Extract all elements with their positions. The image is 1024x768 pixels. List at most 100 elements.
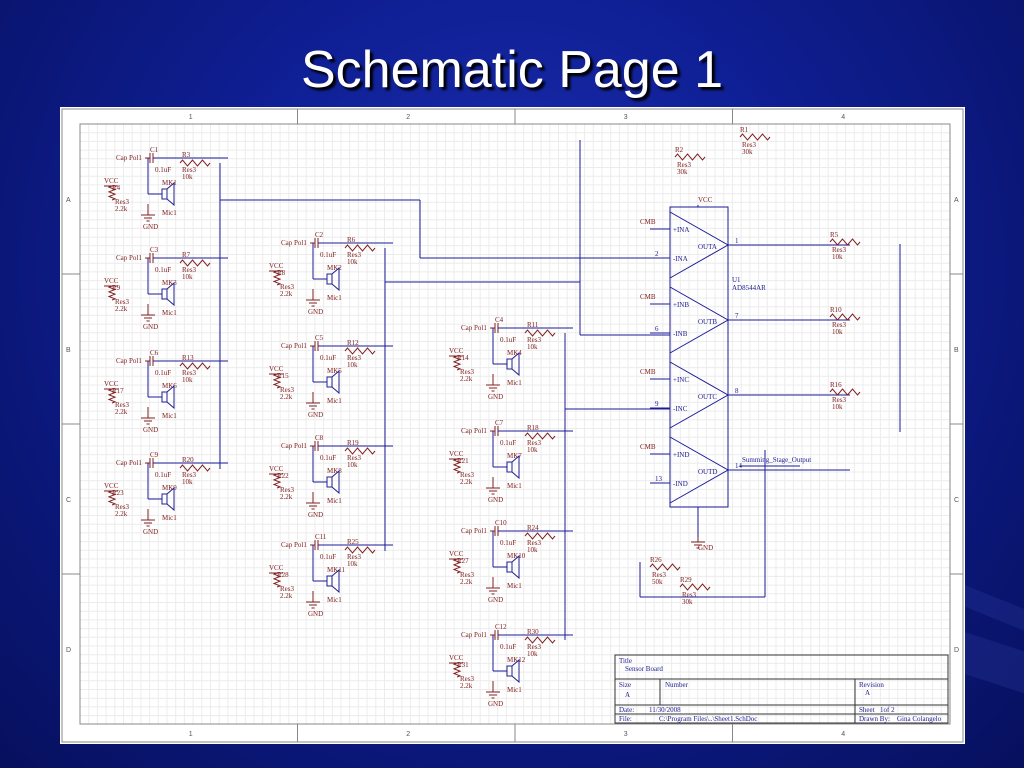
mic-icon [511, 658, 520, 684]
mic-part: Mic1 [162, 514, 177, 522]
amp-vcc: VCC [698, 196, 713, 204]
feedback-ref: R29 [680, 576, 692, 584]
bias-resistor-value: 2.2k [280, 290, 293, 298]
feedback-value: 10k [832, 328, 843, 336]
mic-icon [331, 369, 340, 395]
capacitor-ref: C2 [315, 231, 324, 239]
capacitor-label: Cap Pol1 [461, 631, 487, 639]
resistor-ref: R19 [347, 439, 359, 447]
bias-resistor-ref: R23 [112, 489, 124, 497]
resistor-ref: R11 [527, 321, 539, 329]
mic-ref: MK4 [507, 349, 522, 357]
capacitor-value: 0.1uF [155, 471, 171, 479]
capacitor-value: 0.1uF [155, 266, 171, 274]
resistor-type: Res3 [347, 251, 362, 259]
mic-ref: MK12 [507, 656, 526, 664]
feedback-ref: R5 [830, 231, 839, 239]
mic-icon [326, 476, 333, 488]
ground-symbol [691, 537, 705, 549]
resistor-type: Res3 [182, 369, 197, 377]
zone-label-top: 4 [841, 114, 845, 121]
bias-resistor-value: 2.2k [460, 375, 473, 383]
tb-drawn: Gina Colangelo [897, 715, 942, 723]
mic-icon [161, 493, 168, 505]
tb-title: Sensor Board [625, 665, 663, 673]
tb-date-label: Date: [619, 706, 634, 714]
bias-resistor-value: 2.2k [280, 592, 293, 600]
pin-number: 13 [655, 475, 663, 483]
mic-icon [511, 351, 520, 377]
mic-icon [166, 486, 175, 512]
bias-resistor-value: 2.2k [115, 408, 128, 416]
resistor-symbol [344, 347, 376, 355]
bias-resistor-ref: R9 [112, 284, 121, 292]
resistor-ref: R24 [527, 524, 539, 532]
ground-symbol [306, 498, 320, 510]
zone-label-bottom: 1 [189, 731, 193, 738]
bias-resistor-ref: R15 [277, 372, 289, 380]
mic-part: Mic1 [327, 497, 342, 505]
bias-resistor-type: Res3 [115, 503, 130, 511]
bias-resistor-ref: R22 [277, 472, 289, 480]
tb-size: A [625, 691, 630, 699]
resistor-symbol [739, 133, 771, 141]
opamp-output: OUTD [698, 468, 717, 476]
mic-part: Mic1 [507, 482, 522, 490]
zone-label-left: D [66, 647, 71, 654]
resistor-value: 10k [182, 376, 193, 384]
resistor-symbol [829, 313, 861, 321]
capacitor-label: Cap Pol1 [116, 357, 142, 365]
amp-part-ref: U1 [732, 276, 741, 284]
bias-resistor-type: Res3 [280, 585, 295, 593]
resistor-ref: R3 [182, 151, 191, 159]
amp-gnd: GND [698, 544, 713, 552]
bias-resistor-value: 2.2k [280, 393, 293, 401]
ground-symbol [486, 380, 500, 392]
opamp-output: OUTB [698, 318, 717, 326]
mic-icon [506, 665, 513, 677]
feedback-value: 10k [832, 253, 843, 261]
ground-symbol [306, 597, 320, 609]
bias-resistor-value: 2.2k [280, 493, 293, 501]
mic-ref: MK10 [507, 552, 526, 560]
tb-title-label: Title [619, 657, 632, 665]
vcc-label: VCC [104, 177, 119, 185]
mic-icon [331, 266, 340, 292]
pin-number: 1 [735, 237, 739, 245]
capacitor-ref: C8 [315, 434, 324, 442]
mic-icon [326, 273, 333, 285]
opamp-output: OUTC [698, 393, 717, 401]
tb-file-label: File: [619, 715, 632, 723]
bias-resistor-value: 2.2k [460, 578, 473, 586]
mic-icon [331, 568, 340, 594]
resistor-symbol [272, 373, 282, 389]
opamp-output: OUTA [698, 243, 717, 251]
resistor-symbol [107, 285, 117, 301]
vcc-label: VCC [449, 654, 464, 662]
mic-icon [506, 561, 513, 573]
capacitor-label: Cap Pol1 [461, 324, 487, 332]
bias-resistor-type: Res3 [280, 386, 295, 394]
zone-label-top: 3 [624, 114, 628, 121]
bias-resistor-ref: R31 [457, 661, 469, 669]
resistor-type: Res3 [182, 166, 197, 174]
capacitor-value: 0.1uF [320, 454, 336, 462]
resistor-symbol [107, 388, 117, 404]
capacitor-value: 0.1uF [320, 251, 336, 259]
tb-date: 11/30/2008 [649, 706, 681, 714]
bias-resistor-type: Res3 [115, 198, 130, 206]
resistor-value: 10k [347, 258, 358, 266]
ground-symbol [486, 583, 500, 595]
resistor-symbol [272, 270, 282, 286]
bias-resistor-type: Res3 [460, 471, 475, 479]
tb-revision: A [865, 689, 870, 697]
